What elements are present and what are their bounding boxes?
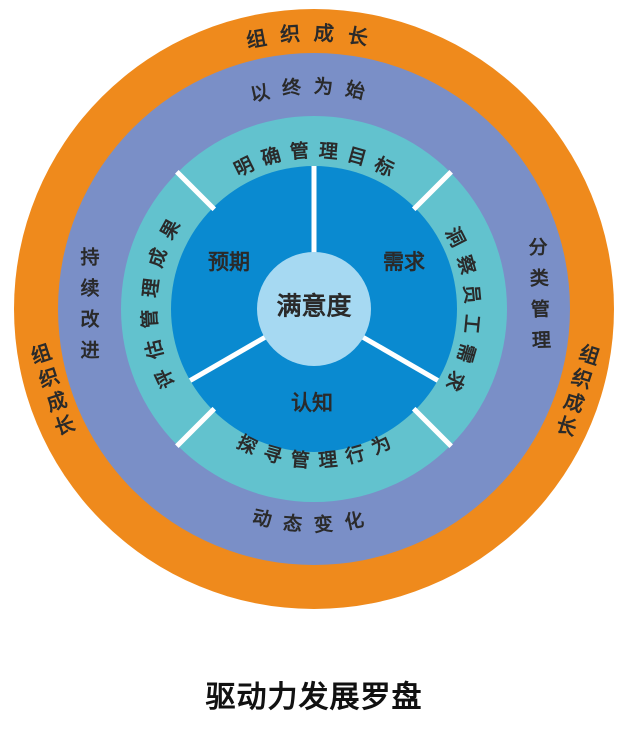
ring-divider (411, 406, 453, 448)
label-character: 理 (317, 449, 338, 473)
diagram-title: 驱动力发展罗盘 (205, 680, 423, 715)
core-divider (188, 331, 272, 383)
label-character: 管 (138, 309, 162, 329)
middle-label-right: 分类管理 (525, 236, 552, 362)
label-character: 管 (289, 139, 310, 164)
label-character: 管 (290, 448, 311, 473)
core-divider (356, 331, 440, 383)
dividers (175, 166, 453, 448)
core-label-cognition: 认知 (291, 391, 333, 415)
ring-divider (411, 170, 453, 212)
center-circle (257, 252, 371, 366)
center-label: 满意度 (276, 292, 351, 321)
core-label-expectation: 预期 (208, 250, 250, 274)
label-character: 理 (318, 140, 339, 164)
ring-divider (175, 406, 217, 448)
ring-divider (175, 170, 217, 212)
label-character: 理 (139, 277, 163, 299)
core-label-needs: 需求 (383, 250, 425, 274)
label-character: 工 (459, 313, 483, 334)
middle-label-left: 持续改进 (77, 247, 100, 371)
label-character: 员 (459, 284, 483, 305)
